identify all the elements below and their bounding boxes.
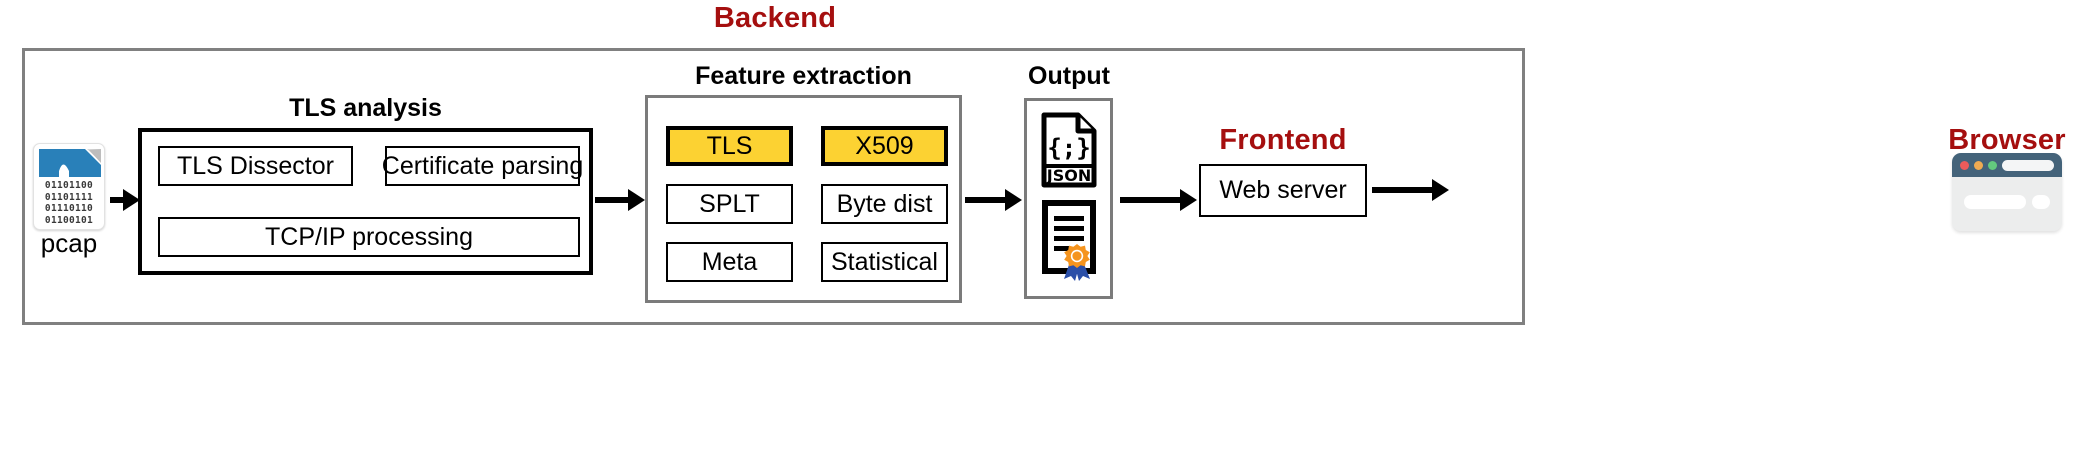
svg-text:{;}: {;} <box>1047 134 1090 162</box>
node-label: TLS <box>706 131 753 160</box>
node-label: Meta <box>701 247 758 276</box>
binary-line: 01100101 <box>44 214 94 226</box>
binary-line: 01101100 <box>44 180 94 191</box>
certificate-icon <box>1040 199 1098 281</box>
browser-title: Browser <box>1948 124 2066 156</box>
feature-extraction-title: Feature extraction <box>695 62 912 90</box>
output-title: Output <box>1028 62 1110 90</box>
pcap-binary-text: 01101100 01101111 01110110 01100101 <box>34 180 104 226</box>
svg-text:JSON: JSON <box>1046 166 1091 185</box>
node-label: Certificate parsing <box>381 151 584 180</box>
pcap-label: pcap <box>40 228 98 258</box>
json-file-icon: {;} JSON <box>1040 112 1098 188</box>
browser-url-bar <box>2002 160 2054 171</box>
browser-content-bar-secondary <box>2032 195 2050 209</box>
wireshark-fin-graphic <box>39 149 101 177</box>
node-label: TCP/IP processing <box>265 222 473 251</box>
frontend-title: Frontend <box>1219 124 1347 156</box>
feature-cell-tls[interactable]: TLS <box>666 126 793 166</box>
browser-window-icon <box>1952 153 2062 231</box>
binary-line: 01101111 <box>44 191 94 203</box>
node-tcpip-processing[interactable]: TCP/IP processing <box>158 217 580 257</box>
pcap-file-icon: 01101100 01101111 01110110 01100101 <box>33 143 105 230</box>
feature-cell-splt[interactable]: SPLT <box>666 184 793 224</box>
browser-minimize-dot <box>1974 161 1983 170</box>
node-web-server[interactable]: Web server <box>1199 164 1367 217</box>
node-label: Statistical <box>831 247 938 276</box>
tls-analysis-title: TLS analysis <box>289 94 442 122</box>
node-label: X509 <box>855 131 914 160</box>
node-label: Byte dist <box>836 189 933 218</box>
binary-line: 01110110 <box>44 203 94 215</box>
browser-content-bar-primary <box>1964 195 2026 209</box>
node-label: Web server <box>1219 176 1347 204</box>
backend-title: Backend <box>713 2 837 34</box>
feature-cell-meta[interactable]: Meta <box>666 242 793 282</box>
node-label: SPLT <box>699 189 760 218</box>
node-label: TLS Dissector <box>177 151 334 180</box>
node-certificate-parsing[interactable]: Certificate parsing <box>381 146 584 186</box>
feature-cell-x509[interactable]: X509 <box>821 126 948 166</box>
feature-cell-statistical[interactable]: Statistical <box>821 242 948 282</box>
feature-cell-byte-dist[interactable]: Byte dist <box>821 184 948 224</box>
browser-close-dot <box>1960 161 1969 170</box>
node-tls-dissector[interactable]: TLS Dissector <box>158 146 353 186</box>
browser-maximize-dot <box>1988 161 1997 170</box>
